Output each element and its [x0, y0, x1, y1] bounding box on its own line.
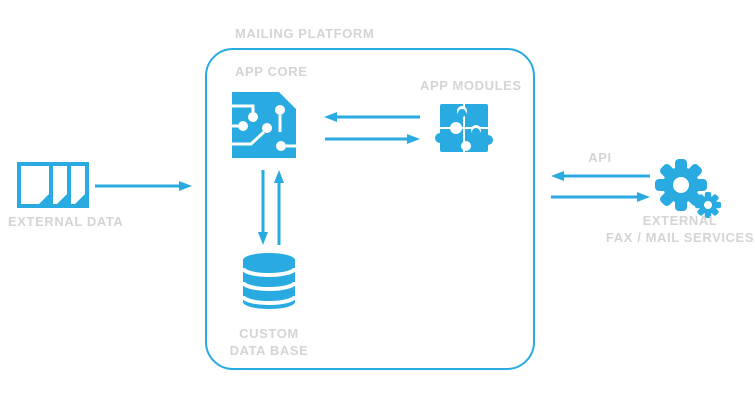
mailing-platform-container — [205, 48, 535, 370]
external-data-label: EXTERNAL DATA — [8, 214, 124, 229]
app-modules-label: APP MODULES — [420, 78, 522, 93]
arrow-external-data-to-platform — [95, 181, 192, 191]
api-label: API — [588, 150, 612, 165]
external-services-label-line1: EXTERNAL — [642, 213, 718, 228]
custom-database-label-line2: DATA BASE — [229, 343, 309, 358]
arrow-services-to-platform — [551, 171, 650, 181]
database-icon — [241, 253, 297, 309]
circuit-chip-icon — [232, 92, 296, 158]
external-services-label: EXTERNAL FAX / MAIL SERVICES — [600, 212, 755, 246]
app-core-label: APP CORE — [235, 64, 308, 79]
arrow-platform-to-services — [551, 192, 650, 202]
documents-icon — [17, 162, 89, 208]
custom-database-label-line1: CUSTOM — [239, 326, 299, 341]
custom-database-label: CUSTOM DATA BASE — [205, 325, 333, 359]
puzzle-icon — [435, 104, 493, 158]
gears-icon — [655, 159, 721, 218]
external-services-label-line2: FAX / MAIL SERVICES — [605, 230, 755, 245]
mailing-platform-label: MAILING PLATFORM — [235, 26, 375, 41]
